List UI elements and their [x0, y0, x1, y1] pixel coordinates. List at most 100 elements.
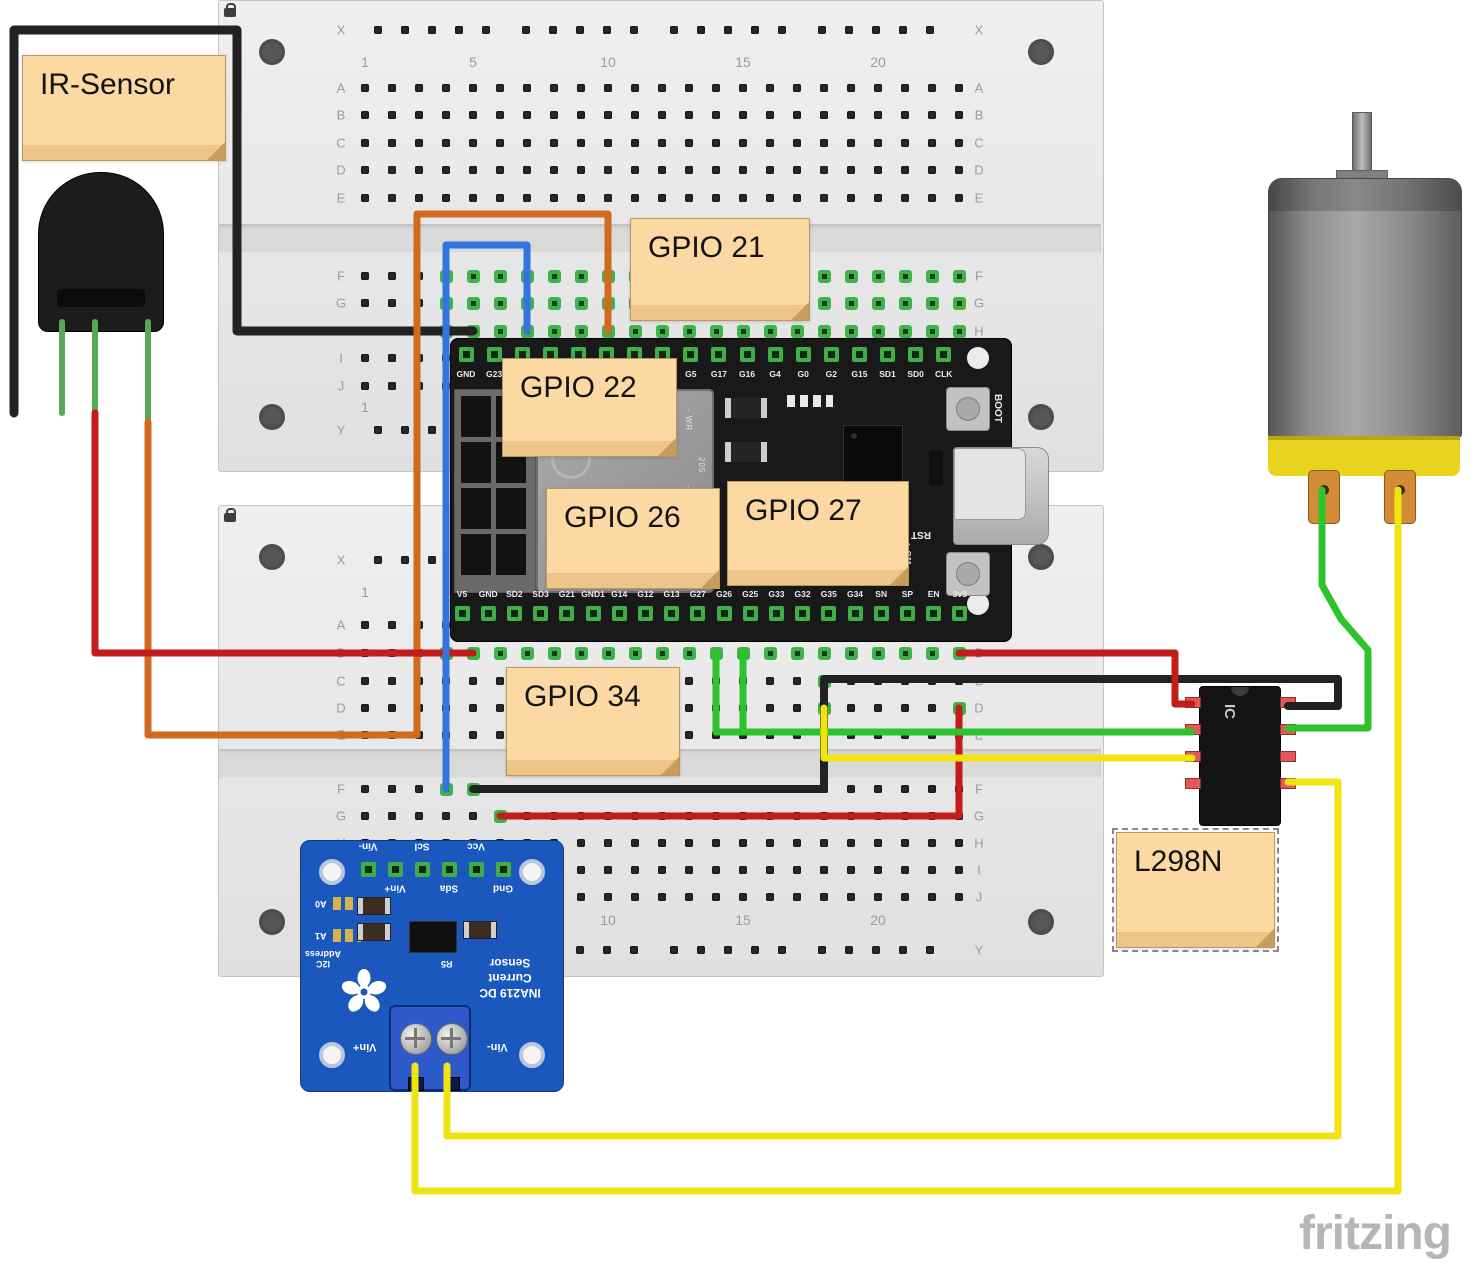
- breadboard-hole[interactable]: [631, 166, 639, 174]
- breadboard-hole[interactable]: [550, 84, 558, 92]
- breadboard-hole[interactable]: [361, 354, 369, 362]
- breadboard-hole[interactable]: [361, 299, 369, 307]
- breadboard-hole[interactable]: [388, 194, 396, 202]
- breadboard-hole[interactable]: [388, 677, 396, 685]
- breadboard-hole-connected[interactable]: [871, 269, 885, 283]
- breadboard-hole[interactable]: [415, 785, 423, 793]
- breadboard-hole[interactable]: [415, 382, 423, 390]
- breadboard-hole[interactable]: [388, 731, 396, 739]
- breadboard-hole[interactable]: [739, 785, 747, 793]
- breadboard-hole-connected[interactable]: [898, 646, 912, 660]
- esp32-pin-G5[interactable]: [683, 347, 699, 362]
- power-rail-hole[interactable]: [818, 26, 826, 34]
- breadboard-hole[interactable]: [631, 812, 639, 820]
- lock-icon[interactable]: [224, 3, 236, 17]
- breadboard-hole[interactable]: [793, 194, 801, 202]
- esp32-pin-G33[interactable]: [768, 606, 784, 621]
- power-rail-hole[interactable]: [401, 426, 409, 434]
- power-rail-hole[interactable]: [549, 26, 557, 34]
- breadboard-hole-connected[interactable]: [655, 646, 669, 660]
- breadboard-hole-connected[interactable]: [898, 269, 912, 283]
- breadboard-hole[interactable]: [604, 785, 612, 793]
- breadboard-hole[interactable]: [847, 166, 855, 174]
- breadboard-hole-connected[interactable]: [439, 324, 453, 338]
- esp32-pin-G27[interactable]: [690, 606, 706, 621]
- breadboard-hole-connected[interactable]: [925, 269, 939, 283]
- breadboard-hole[interactable]: [712, 731, 720, 739]
- breadboard-hole[interactable]: [901, 111, 909, 119]
- breadboard-hole[interactable]: [415, 327, 423, 335]
- power-rail-hole[interactable]: [576, 946, 584, 954]
- breadboard-hole[interactable]: [631, 785, 639, 793]
- breadboard-hole[interactable]: [361, 677, 369, 685]
- breadboard-hole[interactable]: [685, 166, 693, 174]
- breadboard-hole[interactable]: [712, 84, 720, 92]
- breadboard-hole[interactable]: [577, 84, 585, 92]
- breadboard-hole[interactable]: [685, 785, 693, 793]
- motor-terminal-left[interactable]: [1308, 470, 1340, 524]
- l298n-pin-right[interactable]: [1280, 778, 1296, 789]
- power-rail-hole[interactable]: [724, 26, 732, 34]
- power-rail-hole[interactable]: [724, 946, 732, 954]
- breadboard-hole[interactable]: [388, 621, 396, 629]
- breadboard-hole[interactable]: [388, 111, 396, 119]
- breadboard-hole[interactable]: [793, 704, 801, 712]
- terminal-wire-hole[interactable]: [408, 1077, 424, 1091]
- power-rail-hole[interactable]: [845, 26, 853, 34]
- esp32-pin-G35[interactable]: [821, 606, 837, 621]
- breadboard-hole[interactable]: [901, 194, 909, 202]
- esp32-pin-G23[interactable]: [486, 347, 502, 362]
- esp32-pin-CLK[interactable]: [936, 347, 952, 362]
- breadboard-hole-connected[interactable]: [790, 324, 804, 338]
- breadboard-hole-connected[interactable]: [574, 296, 588, 310]
- breadboard-hole[interactable]: [415, 731, 423, 739]
- breadboard-hole[interactable]: [442, 621, 450, 629]
- breadboard-hole[interactable]: [361, 327, 369, 335]
- breadboard-hole[interactable]: [496, 139, 504, 147]
- terminal-wire-hole[interactable]: [444, 1077, 460, 1091]
- breadboard-hole[interactable]: [388, 139, 396, 147]
- ina219-header-pin[interactable]: [387, 862, 403, 877]
- power-rail-hole[interactable]: [576, 26, 584, 34]
- breadboard-hole[interactable]: [793, 166, 801, 174]
- breadboard-hole[interactable]: [577, 139, 585, 147]
- breadboard-hole[interactable]: [901, 866, 909, 874]
- esp32-pin-3v3[interactable]: [952, 606, 968, 621]
- breadboard-hole[interactable]: [901, 84, 909, 92]
- breadboard-hole[interactable]: [901, 166, 909, 174]
- breadboard-hole[interactable]: [361, 704, 369, 712]
- breadboard-hole-connected[interactable]: [493, 296, 507, 310]
- breadboard-hole[interactable]: [442, 677, 450, 685]
- breadboard-hole[interactable]: [955, 677, 963, 685]
- breadboard-hole[interactable]: [388, 382, 396, 390]
- breadboard-hole[interactable]: [658, 839, 666, 847]
- breadboard-hole[interactable]: [739, 704, 747, 712]
- esp32-pin-SD1[interactable]: [880, 347, 895, 362]
- breadboard-hole[interactable]: [577, 812, 585, 820]
- breadboard-hole[interactable]: [604, 812, 612, 820]
- esp32-pin-G4[interactable]: [767, 347, 783, 362]
- breadboard-hole[interactable]: [901, 677, 909, 685]
- esp32-pin-GND[interactable]: [458, 347, 474, 362]
- esp32-pin-SD3[interactable]: [533, 606, 549, 621]
- breadboard-hole[interactable]: [469, 194, 477, 202]
- esp32-pin-SP[interactable]: [899, 606, 915, 621]
- breadboard-hole[interactable]: [847, 812, 855, 820]
- breadboard-hole[interactable]: [388, 272, 396, 280]
- breadboard-hole-connected[interactable]: [817, 269, 831, 283]
- breadboard-hole[interactable]: [739, 194, 747, 202]
- breadboard-hole[interactable]: [415, 139, 423, 147]
- power-rail-hole[interactable]: [603, 26, 611, 34]
- power-rail-hole[interactable]: [374, 26, 382, 34]
- breadboard-hole[interactable]: [739, 731, 747, 739]
- power-rail-hole[interactable]: [428, 26, 436, 34]
- note-gpio-26[interactable]: GPIO 26: [546, 488, 720, 589]
- breadboard-hole[interactable]: [874, 731, 882, 739]
- breadboard-hole[interactable]: [388, 785, 396, 793]
- breadboard-hole[interactable]: [361, 84, 369, 92]
- breadboard-hole[interactable]: [469, 731, 477, 739]
- note-gpio-27[interactable]: GPIO 27: [727, 481, 909, 586]
- breadboard-hole[interactable]: [631, 194, 639, 202]
- breadboard-hole[interactable]: [523, 812, 531, 820]
- breadboard-hole[interactable]: [496, 731, 504, 739]
